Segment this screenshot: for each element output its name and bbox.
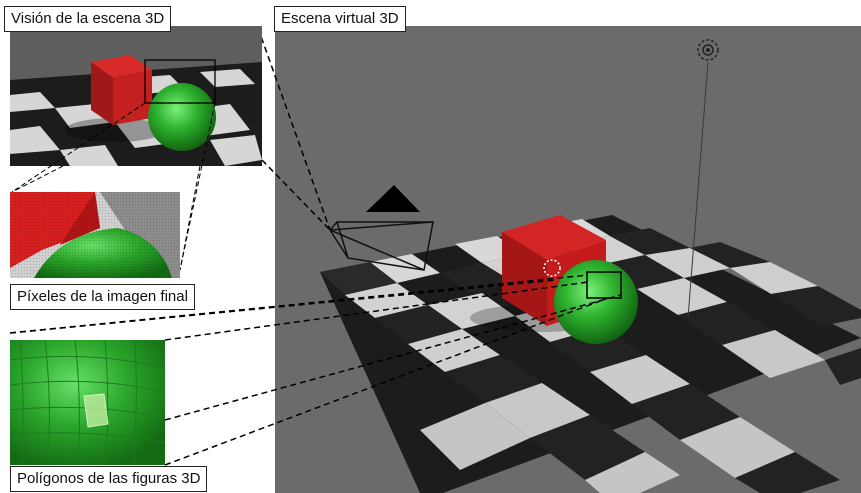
leader-lines <box>9 27 622 466</box>
camera-icon <box>329 185 434 271</box>
sphere-highlight-box <box>586 271 622 299</box>
polygon-zoom-image <box>9 339 166 466</box>
light-marker <box>543 259 561 277</box>
label-polygons: Polígonos de las figuras 3D <box>10 466 208 492</box>
light-source-icon <box>687 39 719 319</box>
label-virtual-scene: Escena virtual 3D <box>274 6 406 32</box>
checkered-floor <box>320 215 861 493</box>
scene-view-image <box>10 26 262 166</box>
pixel-zoom-image <box>10 192 180 278</box>
label-pixels: Píxeles de la imagen final <box>10 284 195 310</box>
label-scene-view: Visión de la escena 3D <box>4 6 172 32</box>
